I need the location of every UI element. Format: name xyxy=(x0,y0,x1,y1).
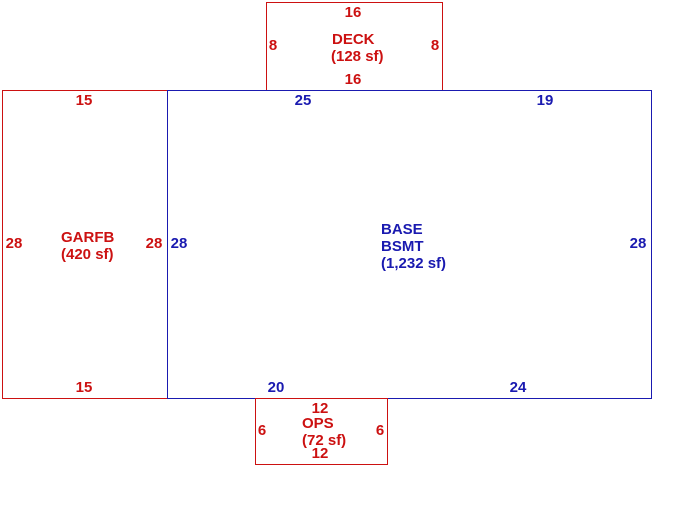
deck-dim-left: 8 xyxy=(269,37,277,54)
deck-area: 16 8 8 DECK (128 sf) 16 xyxy=(266,2,443,91)
garfb-area-sf: (420 sf) xyxy=(61,246,114,263)
base-dim-top-left: 25 xyxy=(295,92,312,109)
ops-dim-top: 12 xyxy=(312,400,329,417)
deck-area-sf: (128 sf) xyxy=(331,48,384,65)
ops-area: 12 6 6 OPS (72 sf) 12 xyxy=(255,398,388,465)
base-label: BASE xyxy=(381,221,423,238)
ops-dim-left: 6 xyxy=(258,422,266,439)
deck-dim-top: 16 xyxy=(345,4,362,21)
base-dim-top-right: 19 xyxy=(537,92,554,109)
base-area-sf: (1,232 sf) xyxy=(381,255,446,272)
ops-dim-right: 6 xyxy=(376,422,384,439)
deck-dim-bottom: 16 xyxy=(345,71,362,88)
ops-label: OPS xyxy=(302,415,334,432)
base-dim-bottom-right: 24 xyxy=(510,379,527,396)
base-dim-bottom-left: 20 xyxy=(268,379,285,396)
base-dim-right: 28 xyxy=(630,235,647,252)
base-sublabel: BSMT xyxy=(381,238,424,255)
deck-label: DECK xyxy=(332,31,375,48)
garfb-dim-bottom: 15 xyxy=(76,379,93,396)
base-area: 25 19 28 28 BASE BSMT (1,232 sf) 20 24 xyxy=(167,90,652,399)
ops-dim-bottom: 12 xyxy=(312,445,329,462)
ops-area-sf: (72 sf) xyxy=(302,432,346,449)
ops-outline xyxy=(255,398,388,465)
base-dim-left: 28 xyxy=(171,235,188,252)
deck-dim-right: 8 xyxy=(431,37,439,54)
garfb-dim-right: 28 xyxy=(146,235,163,252)
garfb-dim-left: 28 xyxy=(6,235,23,252)
base-outline xyxy=(167,90,652,399)
garfb-label: GARFB xyxy=(61,229,114,246)
garfb-dim-top: 15 xyxy=(76,92,93,109)
garfb-area: 15 28 28 GARFB (420 sf) 15 xyxy=(2,90,168,399)
